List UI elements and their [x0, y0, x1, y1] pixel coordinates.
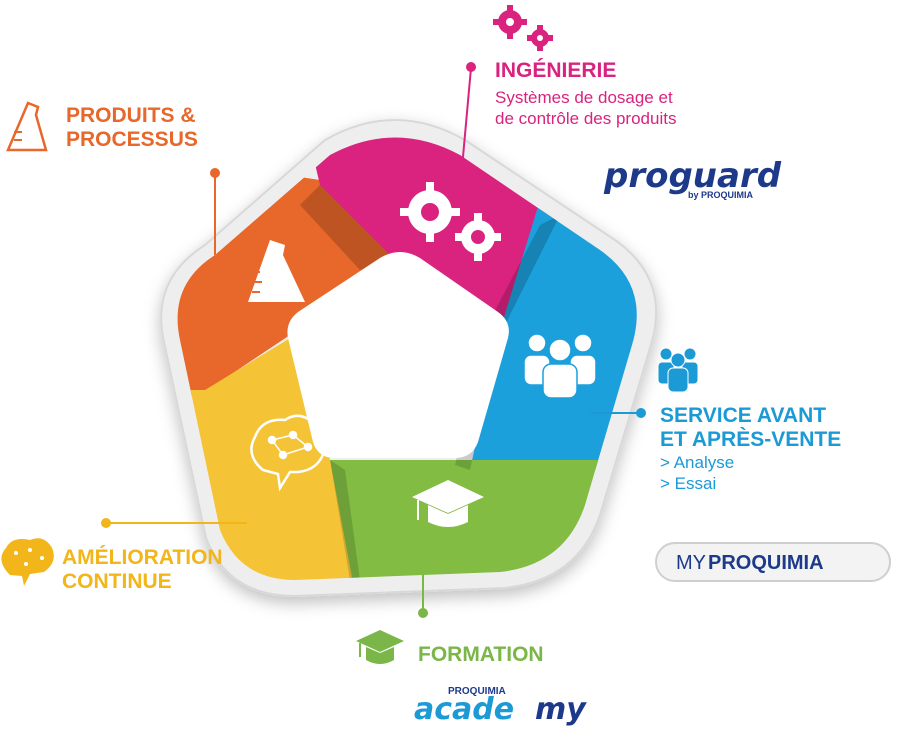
amelioration-title-line2: CONTINUE — [62, 570, 172, 593]
people-small-icon — [657, 347, 699, 393]
connector-dot-produits — [210, 168, 220, 178]
ingenierie-subtitle-line1: Systèmes de dosage et — [495, 88, 673, 107]
flask-outline-icon — [6, 101, 48, 152]
produits-title-line2: PROCESSUS — [66, 128, 198, 151]
people-group-icon — [523, 333, 597, 399]
pentagon-center — [287, 252, 509, 458]
graduation-cap-small-icon — [356, 630, 404, 664]
connector-dot-formation — [418, 608, 428, 618]
service-title-line1: SERVICE AVANT — [660, 404, 827, 427]
produits-title-line1: PRODUITS & — [66, 104, 196, 127]
service-title-line2: ET APRÈS-VENTE — [660, 428, 842, 451]
gears-small-icon — [493, 5, 553, 51]
svg-text:MY: MY — [676, 552, 706, 574]
svg-text:proguard: proguard — [603, 156, 782, 196]
svg-text:by PROQUIMIA: by PROQUIMIA — [688, 190, 754, 200]
label-amelioration: AMÉLIORATION CONTINUE — [62, 546, 223, 594]
svg-text:PROQUIMIA: PROQUIMIA — [448, 686, 506, 697]
ingenierie-title: INGÉNIERIE — [495, 59, 617, 82]
myproquimia-logo: MY PROQUIMIA — [655, 542, 891, 582]
svg-text:PROQUIMIA: PROQUIMIA — [708, 552, 824, 574]
formation-title: FORMATION — [418, 643, 544, 666]
graduation-cap-icon — [412, 480, 484, 527]
brain-icon — [250, 414, 327, 492]
label-service: SERVICE AVANT ET APRÈS-VENTE > Analyse >… — [660, 404, 841, 494]
segment-formation — [330, 460, 637, 580]
ingenierie-subtitle-line2: de contrôle des produits — [495, 109, 677, 128]
amelioration-title-line1: AMÉLIORATION — [62, 546, 223, 569]
connector-dot-ingenierie — [466, 62, 476, 72]
proguard-logo: proguard by PROQUIMIA — [603, 156, 782, 200]
academy-logo: PROQUIMIA acade my — [414, 686, 587, 727]
connector-dot-amelioration — [101, 518, 111, 528]
brain-small-icon — [1, 538, 54, 586]
service-item-essai: > Essai — [660, 474, 717, 493]
label-produits: PRODUITS & PROCESSUS — [66, 104, 198, 152]
connector-dot-service — [636, 408, 646, 418]
svg-text:acade: acade — [414, 692, 514, 727]
flask-icon — [248, 240, 305, 302]
svg-text:my: my — [535, 692, 587, 727]
label-formation: FORMATION — [418, 643, 544, 667]
service-item-analyse: > Analyse — [660, 453, 735, 472]
label-ingenierie: INGÉNIERIE Systèmes de dosage et de cont… — [495, 59, 676, 129]
gears-icon — [400, 182, 501, 261]
